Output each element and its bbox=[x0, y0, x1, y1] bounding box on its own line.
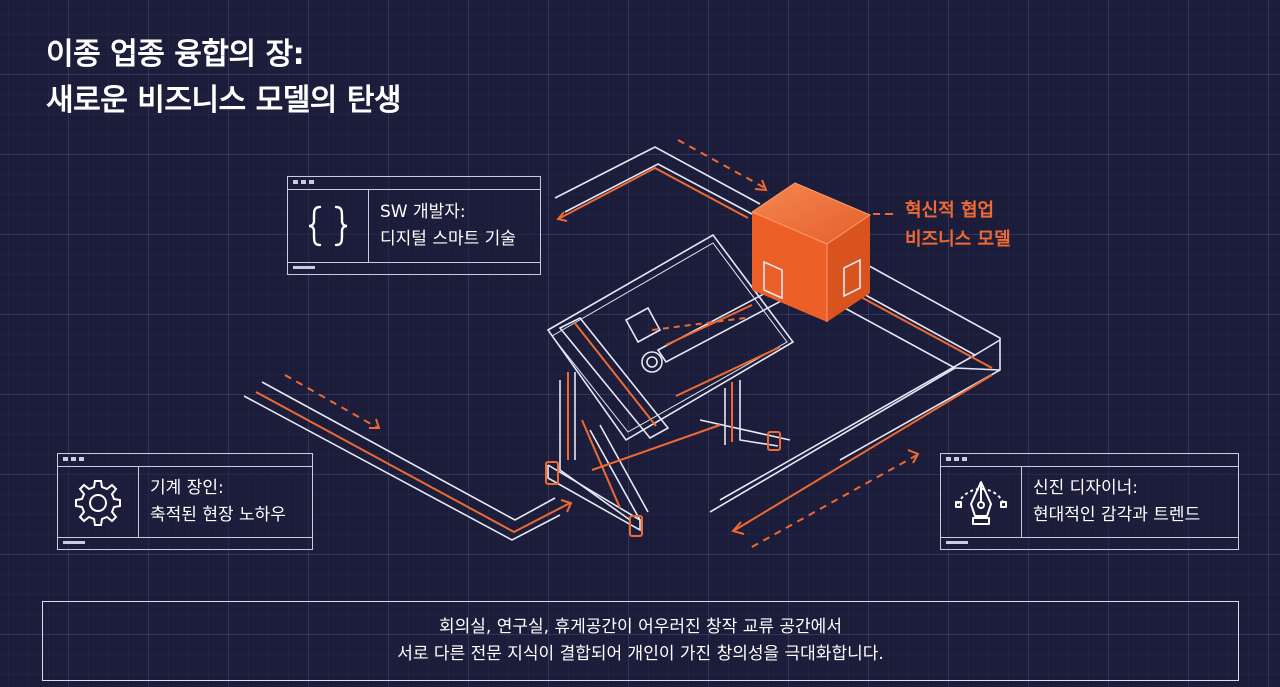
card-description: 디지털 스마트 기술 bbox=[380, 229, 516, 249]
card-title-bar bbox=[288, 177, 540, 190]
page-title: 이종 업종 융합의 장: 새로운 비즈니스 모델의 탄생 bbox=[46, 32, 402, 124]
card-heading: 기계 장인: bbox=[150, 478, 224, 498]
conveyor-lower-arrows bbox=[255, 374, 573, 534]
pen-tool-icon bbox=[955, 481, 1007, 525]
bottom-description: 회의실, 연구실, 휴게공간이 어우러진 창작 교류 공간에서 서로 다른 전문… bbox=[42, 601, 1239, 681]
conveyor-right bbox=[709, 261, 1001, 513]
conveyor-upper-arrows bbox=[556, 139, 768, 222]
card-young-designer: 신진 디자이너: 현대적인 감각과 트렌드 bbox=[940, 453, 1239, 550]
conveyor-right-arrows bbox=[731, 289, 993, 549]
description-line-2: 서로 다른 전문 지식이 결합되어 개인이 가진 창의성을 극대화합니다. bbox=[397, 644, 884, 664]
card-machine-craftsman: 기계 장인: 축적된 현장 노하우 bbox=[57, 453, 313, 550]
card-description: 현대적인 감각과 트렌드 bbox=[1033, 505, 1201, 525]
card-title-bar bbox=[58, 454, 312, 467]
card-heading: 신진 디자이너: bbox=[1033, 478, 1138, 498]
title-line-1: 이종 업종 융합의 장: bbox=[46, 37, 305, 72]
title-line-2: 새로운 비즈니스 모델의 탄생 bbox=[46, 83, 402, 118]
conveyor-upper bbox=[554, 146, 761, 215]
card-title-bar bbox=[941, 454, 1238, 467]
description-line-1: 회의실, 연구실, 휴게공간이 어우러진 창작 교류 공간에서 bbox=[439, 617, 842, 637]
cube-sockets bbox=[763, 258, 861, 300]
highlight-line-2: 비즈니스 모델 bbox=[905, 229, 1011, 250]
highlight-label: 혁신적 협업 비즈니스 모델 bbox=[905, 196, 1011, 254]
card-footer bbox=[288, 262, 540, 274]
card-sw-developer: SW 개발자: 디지털 스마트 기술 bbox=[287, 176, 541, 275]
curly-braces-icon bbox=[308, 205, 348, 247]
window-dots bbox=[946, 457, 967, 461]
card-description: 축적된 현장 노하우 bbox=[150, 505, 286, 525]
card-heading: SW 개발자: bbox=[380, 202, 466, 222]
drafting-table-accents bbox=[545, 304, 781, 537]
conveyor-lower bbox=[243, 381, 561, 541]
innovation-cube bbox=[751, 182, 872, 322]
card-footer bbox=[58, 537, 312, 549]
drafting-table bbox=[546, 233, 795, 535]
gear-icon bbox=[75, 480, 121, 526]
window-dots bbox=[293, 180, 314, 184]
card-footer bbox=[941, 537, 1238, 549]
highlight-line-1: 혁신적 협업 bbox=[905, 200, 995, 221]
window-dots bbox=[63, 457, 84, 461]
